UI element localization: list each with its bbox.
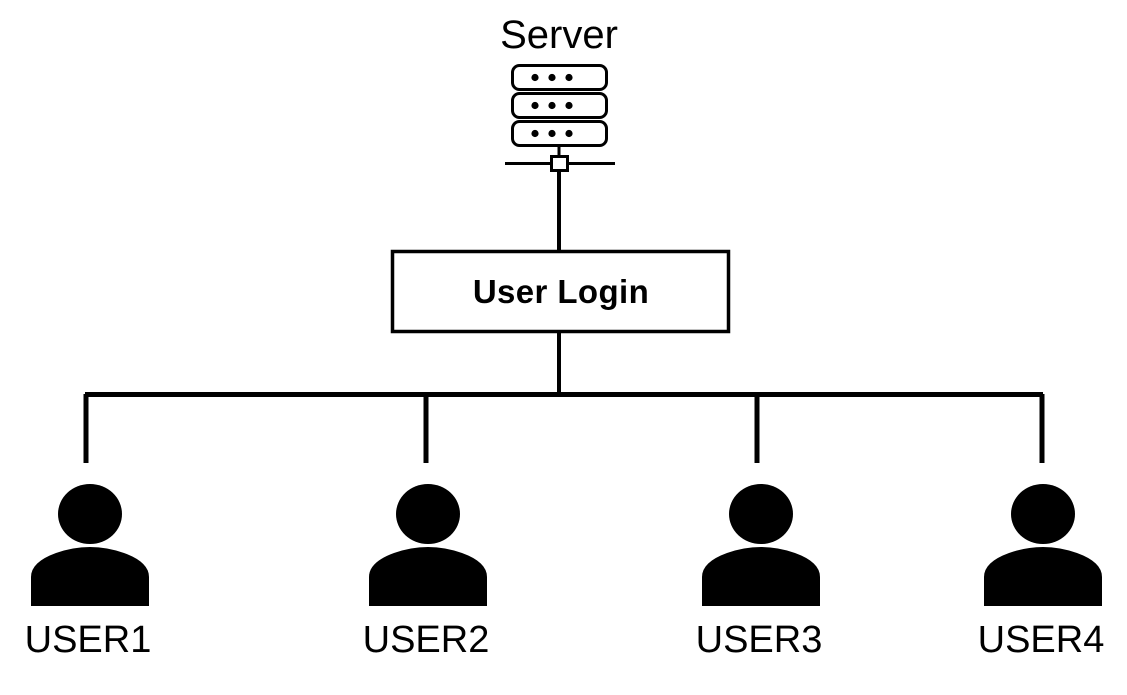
user-login-box[interactable]: User Login: [390, 249, 731, 334]
server-rack-unit-3: [511, 120, 608, 147]
server-dot: [548, 101, 556, 110]
server-title-label: Server: [500, 13, 618, 57]
server-dot: [531, 73, 539, 82]
server-rack-unit-1: [511, 64, 608, 91]
user-node-1[interactable]: USER1: [25, 484, 152, 661]
user-head-shape: [396, 484, 460, 544]
user-person-icon: [31, 484, 149, 606]
server-dot: [548, 129, 556, 138]
user-head-shape: [58, 484, 122, 544]
server-dot: [531, 101, 539, 110]
user-label-1: USER1: [25, 619, 152, 661]
user-login-box-rect[interactable]: [390, 249, 731, 334]
user-label-4: USER4: [978, 619, 1105, 661]
user-person-icon: [702, 484, 820, 606]
user-node-4[interactable]: USER4: [978, 484, 1105, 661]
user-head-shape: [1011, 484, 1075, 544]
user-label-3: USER3: [696, 619, 823, 661]
user-body-shape: [31, 547, 149, 606]
user-body-shape: [984, 547, 1102, 606]
user-person-icon: [369, 484, 487, 606]
server-dot: [531, 129, 539, 138]
user-login-box-label: User Login: [473, 273, 649, 310]
server-dot: [548, 73, 556, 82]
user-body-shape: [369, 547, 487, 606]
server-dot: [565, 129, 573, 138]
server-dot: [565, 101, 573, 110]
user-person-icon: [984, 484, 1102, 606]
user-body-shape: [702, 547, 820, 606]
user-node-3[interactable]: USER3: [696, 484, 823, 661]
user-label-2: USER2: [363, 619, 490, 661]
user-head-shape: [729, 484, 793, 544]
server-rack-unit-2: [511, 92, 608, 119]
server-connector-square: [550, 155, 569, 172]
server-rack-icon: [505, 64, 615, 172]
user-node-2[interactable]: USER2: [363, 484, 490, 661]
server-dot: [565, 73, 573, 82]
